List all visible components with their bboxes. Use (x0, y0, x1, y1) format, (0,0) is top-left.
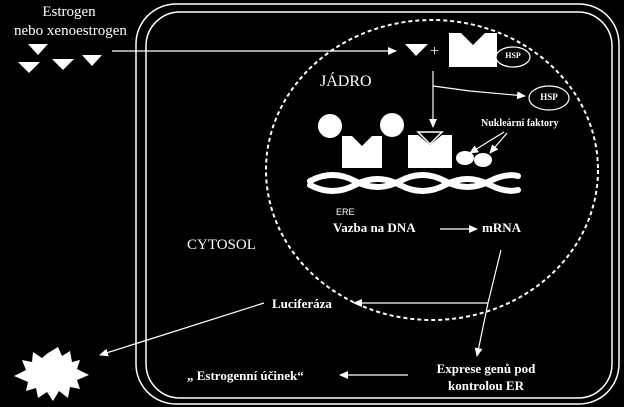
hsp-bound-ellipse (495, 46, 531, 68)
cell-membrane-outer (135, 3, 620, 405)
nuclear-factor-2 (474, 153, 492, 167)
coactivator-circle-2 (380, 113, 404, 137)
nucleus-boundary (265, 19, 599, 321)
nuclear-factor-1 (456, 151, 474, 165)
estrogenic-effect-label: „ Estrogenní účinek“ (187, 368, 304, 383)
ere-label: ERE (336, 207, 355, 217)
plus-sign: + (430, 43, 440, 60)
bound-ligand (416, 131, 444, 146)
dna-binding-label: Vazba na DNA (333, 220, 416, 235)
cell-membrane-inner (145, 11, 613, 399)
ligand-label-line2: nebo xenoestrogen (14, 23, 127, 39)
gene-expression-label: Exprese genů pod kontrolou ER (412, 362, 560, 392)
ligand-label-line1: Estrogen (42, 4, 96, 20)
pointer-factor-2 (489, 132, 508, 154)
hsp-label-bound: HSP (505, 51, 521, 60)
nucleus-label: JÁDRO (320, 73, 372, 90)
pointer-factor-1 (469, 131, 505, 154)
receptor-dimer-1 (342, 136, 382, 168)
cytosol-label: CYTOSOL (187, 237, 256, 253)
hsp-released-ellipse (528, 85, 570, 111)
dna-helix (307, 172, 521, 194)
arrow-hsp-release (432, 85, 526, 100)
estrogen-molecules (18, 44, 102, 73)
estrogen-receptor (449, 33, 497, 67)
mrna-label: mRNA (482, 220, 521, 235)
hsp-label-released: HSP (540, 92, 558, 102)
gene-expression-line2: kontrolou ER (448, 378, 524, 393)
ligand-label: Estrogen nebo xenoestrogen (14, 4, 127, 39)
effect-starburst (14, 347, 89, 401)
gene-expression-line1: Exprese genů pod (436, 361, 536, 376)
nuclear-factors-label: Nukleární faktory (481, 118, 559, 129)
coactivator-circle-1 (318, 114, 342, 138)
luciferase-label: Luciferáza (272, 296, 332, 311)
estrogen-molecule-inside (405, 44, 428, 56)
arrow-luciferase-to-effect (99, 302, 265, 357)
receptor-dimer-2 (408, 135, 452, 168)
